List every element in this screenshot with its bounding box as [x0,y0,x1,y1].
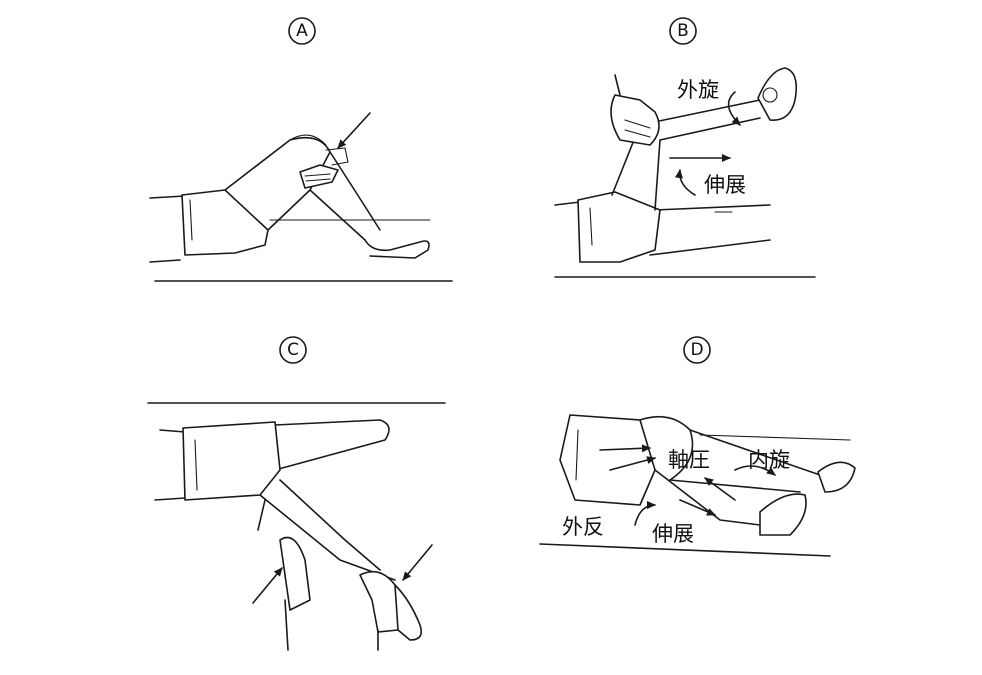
panel-d-label: D [690,340,703,360]
panel-c-label: C [287,340,299,360]
panel-a-label: A [296,21,308,41]
panel-b-label-circle [669,17,697,45]
panel-c: C [147,336,446,651]
panel-a-figure [149,112,453,282]
panel-b: B 外旋 伸 [554,17,816,278]
panel-d-internal-rotation-label: 内旋 [748,448,790,472]
panel-d-valgus-label: 外反 [562,515,604,539]
panel-d-extension-arrow-2 [679,499,716,516]
panel-d-rotation-arrow [734,465,776,476]
panel-d-extension-label: 伸展 [652,522,694,546]
panel-b-extension-label: 伸展 [704,173,746,197]
panel-d-extension-arrow-1 [704,477,736,501]
panel-a-force-arrow [337,112,371,149]
panel-c-arrow-left [252,567,283,604]
panel-b-rotation-label: 外旋 [677,78,719,102]
panel-c-figure [147,402,446,651]
panel-b-rotation-arrow [727,91,741,126]
panel-d-axial-arrow-1 [599,444,651,453]
panel-b-flex-arrow [674,169,696,196]
panel-d-label-circle [683,336,711,364]
panel-b-figure [554,67,816,278]
panel-b-label: B [677,21,689,41]
panel-c-arrow-right [402,544,433,581]
panel-d-valgus-arrow [634,501,656,526]
panel-c-label-circle [279,336,307,364]
panel-d-axial-label: 軸圧 [668,448,710,472]
panel-d-figure [539,414,856,557]
panel-a: A [149,17,453,282]
panel-a-label-circle [288,17,316,45]
panel-d-axial-arrow-2 [609,456,656,471]
panel-d: D 軸圧 内旋 外反 伸展 [539,336,856,557]
